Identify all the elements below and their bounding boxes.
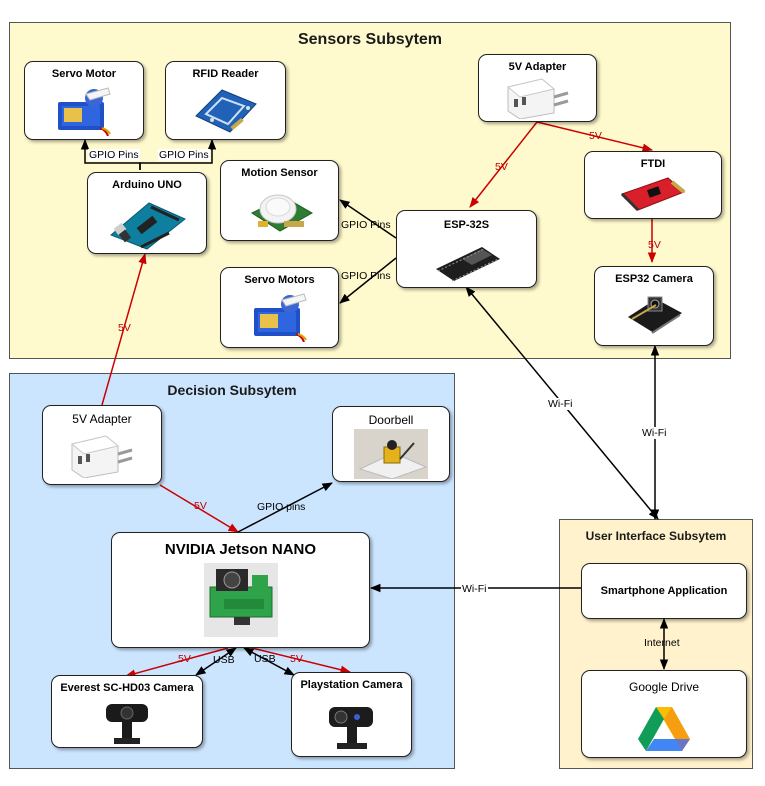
edge-label-jetson-everest-power: 5V <box>178 653 191 665</box>
sensors-subsystem-title: Sensors Subsytem <box>297 31 443 48</box>
ftdi-board-icon <box>620 177 686 212</box>
arduino-uno-node: Arduino UNO <box>87 172 207 254</box>
playstation-camera-icon <box>328 707 373 749</box>
power-adapter-icon <box>506 78 568 119</box>
everest-camera-node: Everest SC-HD03 Camera <box>51 675 203 748</box>
rfid-reader-node: RFID Reader <box>165 61 286 140</box>
esp32-camera-node: ESP32 Camera <box>594 266 714 346</box>
motion-sensor-node: Motion Sensor <box>220 160 339 241</box>
jetson-nano-node: NVIDIA Jetson NANO <box>111 532 370 648</box>
edge-jetson-ps-data <box>243 647 295 676</box>
edge-label-arduino-servo: GPIO Pins <box>88 149 140 161</box>
doorbell-icon <box>354 429 428 479</box>
arduino-board-icon <box>110 202 186 250</box>
adapter-sensors-label: 5V Adapter <box>508 61 567 73</box>
adapter-decision-node: 5V Adapter <box>42 405 162 485</box>
edge-esp-motion <box>339 199 397 239</box>
edge-label-jetson-ps-data: USB <box>254 653 276 665</box>
esp32s-label: ESP-32S <box>443 219 490 231</box>
ftdi-node: FTDI <box>584 151 722 219</box>
edge-label-jetson-doorbell: GPIO pins <box>257 501 306 513</box>
smartphone-app-node: Smartphone Application <box>581 563 747 619</box>
google-drive-label: Google Drive <box>628 680 700 694</box>
adapter-sensors-node: 5V Adapter <box>478 54 597 122</box>
edge-label-esp-servos: GPIO Pins <box>341 270 391 282</box>
google-drive-node: Google Drive <box>581 670 747 758</box>
everest-camera-label: Everest SC-HD03 Camera <box>60 682 194 694</box>
edge-adapter-ftdi <box>536 121 654 152</box>
edge-label-jetson-ps-power: 5V <box>290 653 303 665</box>
motion-sensor-label: Motion Sensor <box>241 167 318 179</box>
edge-label-esp-motion: GPIO Pins <box>341 219 391 231</box>
edge-adapter-arduino <box>101 252 147 406</box>
edge-jetson-everest-data <box>195 647 237 676</box>
edge-jetson-doorbell <box>237 482 333 533</box>
jetson-board-icon <box>203 563 278 637</box>
doorbell-label: Doorbell <box>368 413 414 427</box>
esp32-board-icon <box>435 247 500 282</box>
webcam-icon <box>106 704 148 744</box>
rfid-reader-icon <box>194 89 257 133</box>
power-adapter-icon <box>70 435 133 478</box>
edge-adapter-esp <box>469 121 538 208</box>
edge-label-jetson-everest-data: USB <box>213 654 235 666</box>
edge-arduino-rfid <box>139 138 217 170</box>
edge-label-app-jetson: Wi-Fi <box>461 583 488 595</box>
esp32-camera-icon <box>628 296 682 334</box>
edge-label-cam-wifi: Wi-Fi <box>641 427 668 439</box>
edge-jetson-ps-power <box>251 647 352 674</box>
servo-motors-label: Servo Motors <box>244 274 315 286</box>
servo-motor-node: Servo Motor <box>24 61 144 140</box>
edge-label-adapter-esp: 5V <box>495 161 508 173</box>
esp32-camera-label: ESP32 Camera <box>615 273 693 285</box>
edge-esp-servos <box>339 257 397 304</box>
edge-label-adapter-ftdi: 5V <box>589 130 602 142</box>
ui-subsystem-title: User Interface Subsytem <box>585 529 727 543</box>
smartphone-app-label: Smartphone Application <box>600 585 728 597</box>
decision-subsystem-title: Decision Subsytem <box>167 382 297 398</box>
edge-adapter-jetson <box>159 484 239 533</box>
servo-motor-label: Servo Motor <box>51 68 117 80</box>
edge-label-adapter-jetson: 5V <box>194 500 207 512</box>
edge-label-adapter-arduino: 5V <box>118 322 131 334</box>
edge-label-arduino-rfid: GPIO Pins <box>158 149 210 161</box>
motion-sensor-icon <box>250 194 313 232</box>
edge-label-app-drive: Internet <box>644 637 680 649</box>
servo-motors-node: Servo Motors <box>220 267 339 348</box>
edge-label-esp-wifi: Wi-Fi <box>547 398 574 410</box>
google-drive-icon <box>636 701 692 753</box>
esp32s-node: ESP-32S <box>396 210 537 288</box>
rfid-reader-label: RFID Reader <box>192 68 259 80</box>
playstation-camera-node: Playstation Camera <box>291 672 412 757</box>
ftdi-label: FTDI <box>640 158 666 170</box>
servo-motors-icon <box>253 293 307 342</box>
edge-label-ftdi-cam: 5V <box>648 239 661 251</box>
arduino-uno-label: Arduino UNO <box>112 179 182 191</box>
adapter-decision-label: 5V Adapter <box>72 412 132 426</box>
playstation-camera-label: Playstation Camera <box>300 679 403 691</box>
doorbell-node: Doorbell <box>332 406 450 482</box>
servo-motor-icon <box>58 87 111 136</box>
jetson-nano-label: NVIDIA Jetson NANO <box>164 541 317 558</box>
